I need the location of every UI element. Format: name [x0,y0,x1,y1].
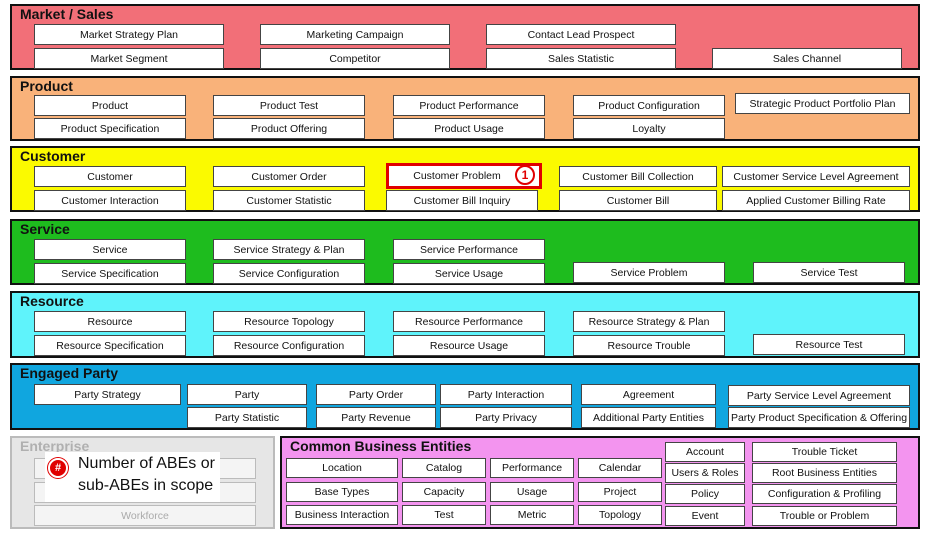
entity-marketing-campaign[interactable]: Marketing Campaign [260,24,450,45]
entity-customer-statistic[interactable]: Customer Statistic [213,190,365,211]
entity-party-privacy[interactable]: Party Privacy [440,407,572,428]
entity-product-performance[interactable]: Product Performance [393,95,545,116]
entity-catalog[interactable]: Catalog [402,458,486,478]
entity-agreement[interactable]: Agreement [581,384,716,405]
entity-resource-configuration[interactable]: Resource Configuration [213,335,365,356]
entity-customer[interactable]: Customer [34,166,186,187]
entity-performance[interactable]: Performance [490,458,574,478]
entity-topology[interactable]: Topology [578,505,662,525]
entity-market-strategy-plan[interactable]: Market Strategy Plan [34,24,224,45]
entity-account[interactable]: Account [665,442,745,462]
entity-root-business-entities[interactable]: Root Business Entities [752,463,897,483]
entity-contact-lead-prospect[interactable]: Contact Lead Prospect [486,24,676,45]
domain-product: Product Product Product Test Product Per… [10,76,920,141]
entity-product-specification[interactable]: Product Specification [34,118,186,139]
entity-test[interactable]: Test [402,505,486,525]
entity-customer-interaction[interactable]: Customer Interaction [34,190,186,211]
entity-service-usage[interactable]: Service Usage [393,263,545,284]
entity-product[interactable]: Product [34,95,186,116]
entity-customer-bill[interactable]: Customer Bill [559,190,717,211]
domain-title: Common Business Entities [290,438,472,454]
entity-resource-test[interactable]: Resource Test [753,334,905,355]
entity-customer-bill-collection[interactable]: Customer Bill Collection [559,166,717,187]
entity-resource-topology[interactable]: Resource Topology [213,311,365,332]
entity-additional-party-entities[interactable]: Additional Party Entities [581,407,716,428]
entity-trouble-ticket[interactable]: Trouble Ticket [752,442,897,462]
entity-customer-order[interactable]: Customer Order [213,166,365,187]
entity-product-usage[interactable]: Product Usage [393,118,545,139]
legend-box [45,452,220,502]
entity-base-types[interactable]: Base Types [286,482,398,502]
entity-capacity[interactable]: Capacity [402,482,486,502]
entity-business-interaction[interactable]: Business Interaction [286,505,398,525]
entity-party[interactable]: Party [187,384,307,405]
entity-sales-channel[interactable]: Sales Channel [712,48,902,69]
domain-common-business-entities: Common Business Entities Account Trouble… [280,436,920,529]
domain-title: Customer [20,148,86,164]
entity-party-order[interactable]: Party Order [316,384,436,405]
entity-usage[interactable]: Usage [490,482,574,502]
entity-trouble-or-problem[interactable]: Trouble or Problem [752,506,897,526]
domain-title: Market / Sales [20,6,114,22]
entity-service-problem[interactable]: Service Problem [573,262,725,283]
entity-service-performance[interactable]: Service Performance [393,239,545,260]
legend-text: Number of ABEs or sub-ABEs in scope [78,453,215,497]
entity-event[interactable]: Event [665,506,745,526]
legend-badge: # [48,458,68,478]
domain-title: Enterprise [20,438,90,454]
entity-workforce[interactable]: Workforce [34,505,256,526]
entity-resource[interactable]: Resource [34,311,186,332]
entity-resource-usage[interactable]: Resource Usage [393,335,545,356]
entity-loyalty[interactable]: Loyalty [573,118,725,139]
domain-title: Engaged Party [20,365,119,381]
entity-policy[interactable]: Policy [665,484,745,504]
entity-party-statistic[interactable]: Party Statistic [187,407,307,428]
scope-count-badge: 1 [515,165,535,185]
entity-party-revenue[interactable]: Party Revenue [316,407,436,428]
entity-location[interactable]: Location [286,458,398,478]
entity-competitor[interactable]: Competitor [260,48,450,69]
legend-line-2: sub-ABEs in scope [78,477,214,494]
entity-project[interactable]: Project [578,482,662,502]
entity-sales-statistic[interactable]: Sales Statistic [486,48,676,69]
entity-applied-customer-billing-rate[interactable]: Applied Customer Billing Rate [722,190,910,211]
entity-party-service-level-agreement[interactable]: Party Service Level Agreement [728,385,910,406]
entity-customer-bill-inquiry[interactable]: Customer Bill Inquiry [386,190,538,211]
entity-calendar[interactable]: Calendar [578,458,662,478]
entity-service-specification[interactable]: Service Specification [34,263,186,284]
entity-resource-specification[interactable]: Resource Specification [34,335,186,356]
entity-market-segment[interactable]: Market Segment [34,48,224,69]
entity-product-test[interactable]: Product Test [213,95,365,116]
entity-service-configuration[interactable]: Service Configuration [213,263,365,284]
entity-service-test[interactable]: Service Test [753,262,905,283]
entity-service[interactable]: Service [34,239,186,260]
domain-resource: Resource Resource Resource Topology Reso… [10,291,920,358]
legend-line-1: Number of ABEs or [78,455,215,472]
domain-market-sales: Market / Sales Market Strategy Plan Mark… [10,4,920,70]
entity-strategic-product-portfolio-plan[interactable]: Strategic Product Portfolio Plan [735,93,910,114]
entity-customer-service-level-agreement[interactable]: Customer Service Level Agreement [722,166,910,187]
entity-metric[interactable]: Metric [490,505,574,525]
entity-resource-performance[interactable]: Resource Performance [393,311,545,332]
entity-resource-trouble[interactable]: Resource Trouble [573,335,725,356]
domain-title: Service [20,221,70,237]
entity-resource-strategy-plan[interactable]: Resource Strategy & Plan [573,311,725,332]
domain-title: Product [20,78,73,94]
domain-customer: Customer Customer Customer Order Custome… [10,146,920,212]
entity-users-roles[interactable]: Users & Roles [665,463,745,483]
entity-party-strategy[interactable]: Party Strategy [34,384,181,405]
entity-product-offering[interactable]: Product Offering [213,118,365,139]
entity-service-strategy-plan[interactable]: Service Strategy & Plan [213,239,365,260]
domain-title: Resource [20,293,84,309]
domain-service: Service Service Service Strategy & Plan … [10,219,920,285]
entity-party-product-specification-offering[interactable]: Party Product Specification & Offering [728,407,910,428]
entity-configuration-profiling[interactable]: Configuration & Profiling [752,484,897,504]
entity-party-interaction[interactable]: Party Interaction [440,384,572,405]
domain-engaged-party: Engaged Party Party Strategy Party Party… [10,363,920,430]
entity-product-configuration[interactable]: Product Configuration [573,95,725,116]
